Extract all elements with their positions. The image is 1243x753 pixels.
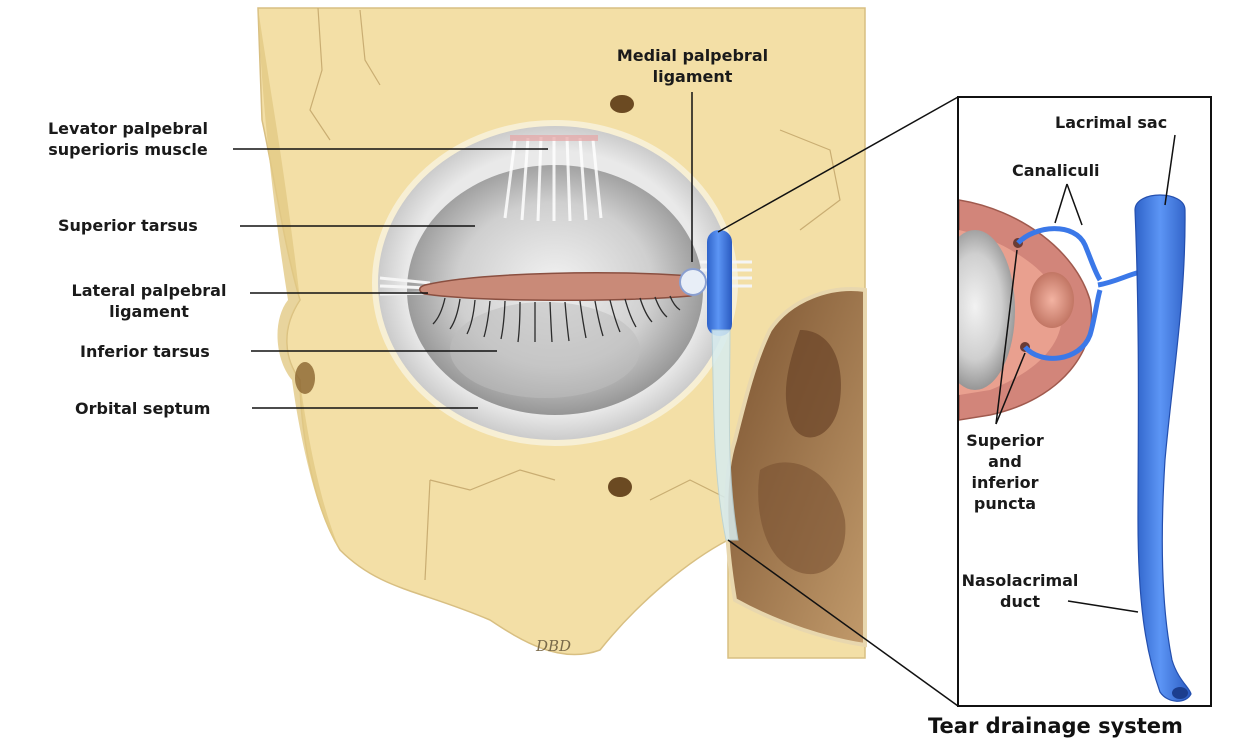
medial-canthus-ring	[680, 269, 706, 295]
label-nasolacrimal-duct: Nasolacrimal duct	[960, 570, 1080, 612]
lacrimal-sac-small	[707, 230, 732, 336]
inferior-tarsus-shape	[450, 302, 640, 398]
label-canaliculi: Canaliculi	[1012, 160, 1100, 181]
artist-signature: DBD	[536, 637, 571, 655]
label-superior-tarsus: Superior tarsus	[58, 215, 198, 236]
zygomatic-foramen	[295, 362, 315, 394]
label-lateral-ligament: Lateral palpebral ligament	[44, 280, 254, 322]
label-puncta: Superior and inferior puncta	[955, 430, 1055, 514]
label-levator: Levator palpebral superioris muscle	[14, 118, 242, 160]
label-orbital-septum: Orbital septum	[75, 398, 210, 419]
caption: Tear drainage system	[928, 714, 1183, 738]
label-lacrimal-sac: Lacrimal sac	[1055, 112, 1167, 133]
duct-opening	[1172, 687, 1188, 699]
caruncle	[1030, 272, 1074, 328]
label-medial-ligament: Medial palpebral ligament	[585, 45, 800, 87]
infraorbital-foramen	[608, 477, 632, 497]
label-inferior-tarsus: Inferior tarsus	[80, 341, 210, 362]
supraorbital-foramen	[610, 95, 634, 113]
